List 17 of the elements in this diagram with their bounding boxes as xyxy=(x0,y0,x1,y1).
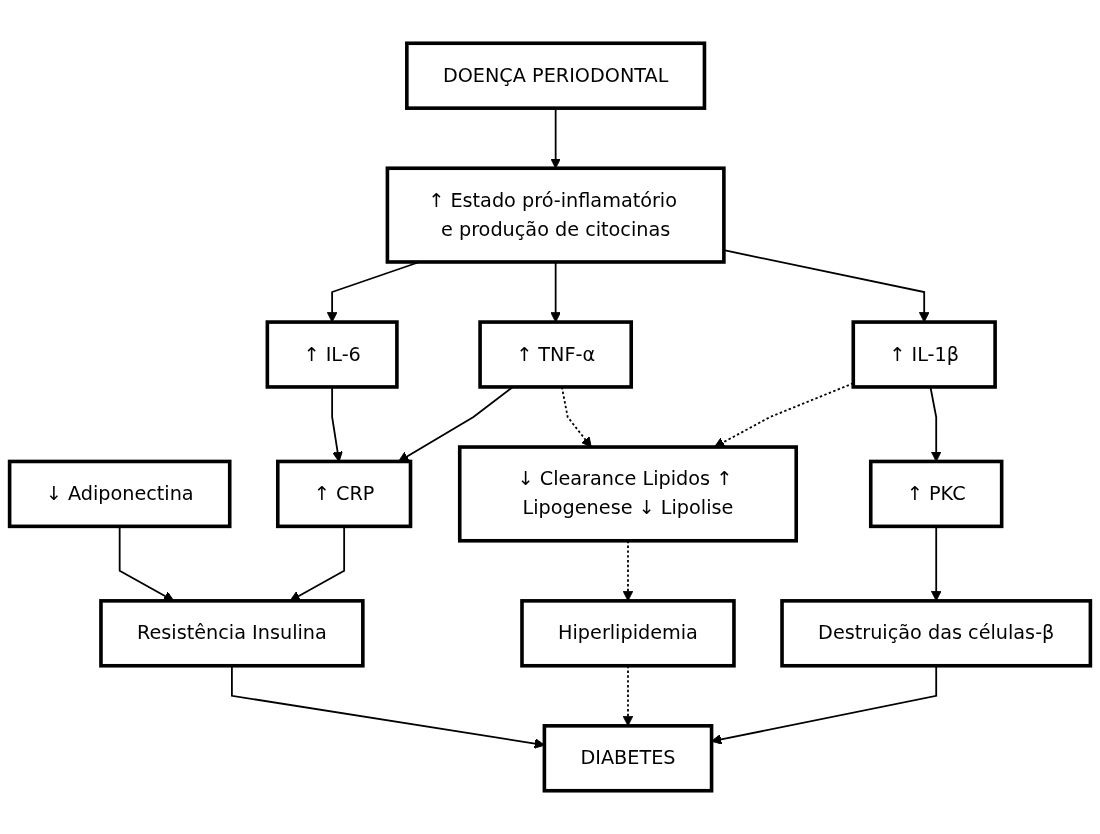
node-box: DIABETES xyxy=(542,724,714,793)
node-box: ↓ Adiponectina xyxy=(7,459,232,529)
node-box: Hiperlipidemia xyxy=(520,599,736,668)
node-box: ↑ PKC xyxy=(868,459,1004,529)
arrow xyxy=(398,386,514,462)
arrow xyxy=(331,386,343,462)
node-box: ↑ TNF-α xyxy=(478,320,634,389)
node-box: ↓ Clearance Lipidos ↑ Lipogenese ↓ Lipolise xyxy=(457,445,799,543)
node-box: Resistência Insulina xyxy=(99,599,365,668)
node-box: ↑ Estado pró-inflamatório e produção de citocinas xyxy=(385,166,726,264)
node-box: ↑ CRP xyxy=(276,459,413,529)
node-box: ↑ IL-6 xyxy=(265,320,399,389)
node-box: ↑ IL-1β xyxy=(851,320,997,389)
arrow xyxy=(929,386,942,462)
node-box: Destruição das células-β xyxy=(780,599,1093,668)
node-box: DOENÇA PERIODONTAL xyxy=(405,41,707,110)
arrow xyxy=(550,261,561,323)
